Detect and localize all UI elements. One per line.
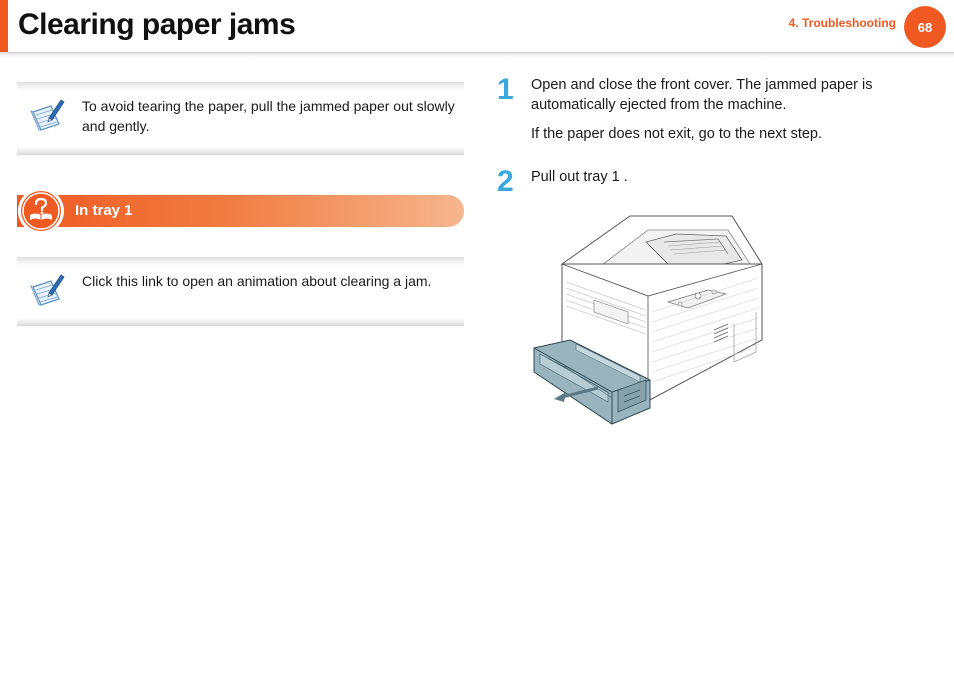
header-rule-line (8, 52, 954, 53)
note-pencil-icon (30, 274, 65, 306)
step-1-subtext: If the paper does not exit, go to the ne… (531, 126, 822, 142)
page-title: Clearing paper jams (18, 8, 296, 41)
step-2-number: 2 (497, 165, 514, 198)
step-1-text: Open and close the front cover. The jamm… (531, 77, 873, 113)
section-header-bar: In tray 1 (17, 195, 464, 227)
step-2-text: Pull out tray 1 . (531, 169, 628, 185)
step-1-number: 1 (497, 73, 514, 106)
note-pencil-icon (30, 99, 65, 131)
help-book-icon (18, 188, 64, 234)
note-box: To avoid tearing the paper, pull the jam… (17, 82, 464, 155)
section-title: In tray 1 (75, 202, 133, 219)
header-rule (0, 52, 954, 58)
animation-link-text[interactable]: Click this link to open an animation abo… (82, 273, 432, 289)
page-number-badge: 68 (904, 6, 946, 48)
note-text: To avoid tearing the paper, pull the jam… (82, 98, 455, 134)
header-accent-strip (0, 0, 8, 52)
animation-link-note[interactable]: Click this link to open an animation abo… (17, 257, 464, 326)
chapter-label: 4. Troubleshooting (788, 16, 896, 30)
printer-tray-illustration (533, 215, 763, 425)
